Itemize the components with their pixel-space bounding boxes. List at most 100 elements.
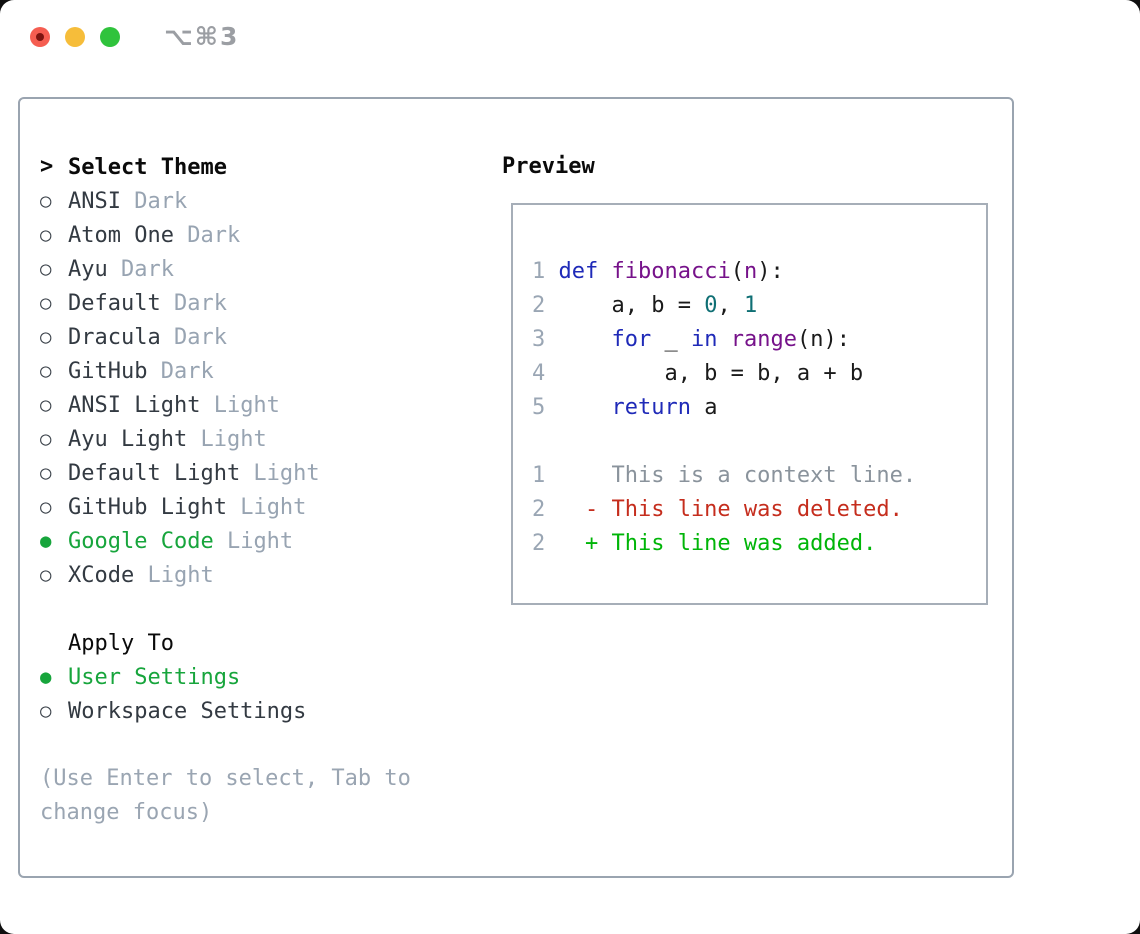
theme-option-ansi[interactable]: ○ANSI Dark bbox=[40, 184, 320, 218]
theme-variant-label: Dark bbox=[107, 256, 174, 282]
code-token: in bbox=[690, 327, 718, 352]
blank-line bbox=[532, 425, 916, 459]
code-line: 3 for _ in range(n): bbox=[532, 323, 916, 357]
theme-option-default-light[interactable]: ○ Default Light Light bbox=[40, 456, 320, 490]
theme-variant-label: Dark bbox=[147, 358, 214, 384]
code-token: - This line was deleted. bbox=[558, 497, 903, 522]
code-token: ( bbox=[730, 259, 744, 284]
code-token: This is a context line. bbox=[558, 463, 917, 488]
theme-option-label: Atom One bbox=[68, 222, 174, 248]
theme-option-label: Ayu Light bbox=[68, 426, 188, 452]
code-token: a, b = b, a + b bbox=[558, 361, 864, 386]
code-token bbox=[558, 327, 611, 352]
diff-added-line: 2 + This line was added. bbox=[532, 527, 916, 561]
code-token: ): bbox=[757, 259, 784, 284]
theme-variant-label: Dark bbox=[160, 324, 227, 350]
theme-variant-label: Dark bbox=[160, 290, 227, 316]
theme-option-default[interactable]: ○ Default Dark bbox=[40, 286, 320, 320]
code-line: 2 a, b = 0, 1 bbox=[532, 289, 916, 323]
theme-option-label: ANSI Light bbox=[68, 392, 201, 418]
theme-variant-label: Light bbox=[187, 426, 267, 452]
diff-deleted-line: 2 - This line was deleted. bbox=[532, 493, 916, 527]
theme-variant-label: Light bbox=[213, 528, 294, 554]
theme-option-label: GitHub Light bbox=[68, 494, 227, 520]
radio-circle-icon: ○ bbox=[40, 258, 52, 280]
radio-circle-icon: ○ bbox=[40, 394, 52, 416]
theme-option-label: Ayu bbox=[68, 256, 108, 282]
line-number: 2 bbox=[532, 531, 546, 556]
code-token: + This line was added. bbox=[558, 531, 877, 556]
line-number: 3 bbox=[532, 327, 546, 352]
radio-circle-icon: ○ bbox=[40, 462, 52, 484]
theme-option-label: GitHub bbox=[68, 358, 148, 384]
line-number: 2 bbox=[532, 497, 546, 522]
apply-option-workspace-settings[interactable]: ○Workspace Settings bbox=[40, 694, 306, 728]
help-text: (Use Enter to select, Tab to change focu… bbox=[40, 766, 411, 825]
theme-variant-label: Light bbox=[240, 460, 320, 486]
theme-option-ansi-light[interactable]: ○ ANSI Light Light bbox=[40, 388, 320, 422]
code-line: 5 return a bbox=[532, 391, 916, 425]
radio-circle-icon: ○ bbox=[40, 326, 52, 348]
code-token: return bbox=[611, 395, 691, 420]
code-token: fibonacci bbox=[611, 259, 731, 284]
line-number: 2 bbox=[532, 293, 546, 318]
theme-option-github-light[interactable]: ○ GitHub Light Light bbox=[40, 490, 320, 524]
theme-picker-panel: > Select Theme ○ANSI Dark○Atom One Dark○… bbox=[18, 97, 1014, 878]
select-theme-label: Select Theme bbox=[68, 154, 227, 180]
theme-option-label: Google Code bbox=[68, 528, 214, 554]
line-number: 1 bbox=[532, 463, 546, 488]
theme-variant-label: Light bbox=[200, 392, 280, 418]
close-button[interactable] bbox=[30, 27, 50, 47]
apply-to-header: Apply To bbox=[40, 626, 306, 660]
radio-circle-icon: ○ bbox=[40, 564, 52, 586]
titlebar: ⌥⌘3 bbox=[0, 0, 1140, 75]
code-token: _ bbox=[651, 327, 691, 352]
theme-variant-label: Dark bbox=[173, 222, 241, 248]
radio-circle-icon: ○ bbox=[40, 224, 52, 246]
theme-option-github[interactable]: ○ GitHub Dark bbox=[40, 354, 320, 388]
code-token: for bbox=[611, 327, 652, 352]
radio-circle-icon: ○ bbox=[40, 190, 52, 212]
theme-option-ayu[interactable]: ○ Ayu Dark bbox=[40, 252, 320, 286]
theme-option-label: XCode bbox=[68, 562, 135, 588]
radio-circle-icon: ○ bbox=[40, 360, 52, 382]
apply-to-label: Apply To bbox=[68, 630, 174, 656]
maximize-button[interactable] bbox=[100, 27, 120, 47]
radio-circle-icon: ○ bbox=[40, 496, 52, 518]
prompt-icon: > bbox=[40, 154, 54, 179]
code-token bbox=[598, 259, 611, 284]
apply-option-label: User Settings bbox=[68, 664, 241, 690]
code-token bbox=[558, 395, 611, 420]
code-token: 1 bbox=[743, 293, 758, 318]
code-token: , bbox=[717, 293, 744, 318]
theme-option-label: Default bbox=[68, 290, 161, 316]
code-token: n bbox=[743, 259, 758, 284]
code-token bbox=[717, 327, 730, 352]
theme-option-xcode[interactable]: ○ XCode Light bbox=[40, 558, 320, 592]
theme-list: > Select Theme ○ANSI Dark○Atom One Dark○… bbox=[40, 150, 320, 592]
preview-heading: Preview bbox=[502, 154, 595, 179]
line-number: 1 bbox=[532, 259, 546, 284]
apply-option-user-settings[interactable]: ●User Settings bbox=[40, 660, 306, 694]
minimize-button[interactable] bbox=[65, 27, 85, 47]
theme-option-dracula[interactable]: ○Dracula Dark bbox=[40, 320, 320, 354]
theme-option-label: ANSI bbox=[68, 188, 121, 214]
select-theme-header: > Select Theme bbox=[40, 150, 320, 184]
unsaved-dot-icon bbox=[36, 33, 44, 41]
radio-circle-icon: ○ bbox=[40, 292, 52, 314]
radio-circle-icon: ○ bbox=[40, 700, 52, 722]
theme-option-atom-one[interactable]: ○ Atom One Dark bbox=[40, 218, 320, 252]
theme-option-ayu-light[interactable]: ○Ayu Light Light bbox=[40, 422, 320, 456]
code-token: 0 bbox=[704, 293, 718, 318]
theme-option-label: Default Light bbox=[68, 460, 241, 486]
theme-option-google-code[interactable]: ●Google Code Light bbox=[40, 524, 320, 558]
window-controls bbox=[30, 27, 120, 47]
code-line: 4 a, b = b, a + b bbox=[532, 357, 916, 391]
code-token: a bbox=[690, 395, 718, 420]
code-token: (n): bbox=[796, 327, 850, 352]
theme-variant-label: Light bbox=[226, 494, 307, 520]
theme-variant-label: Light bbox=[134, 562, 214, 588]
